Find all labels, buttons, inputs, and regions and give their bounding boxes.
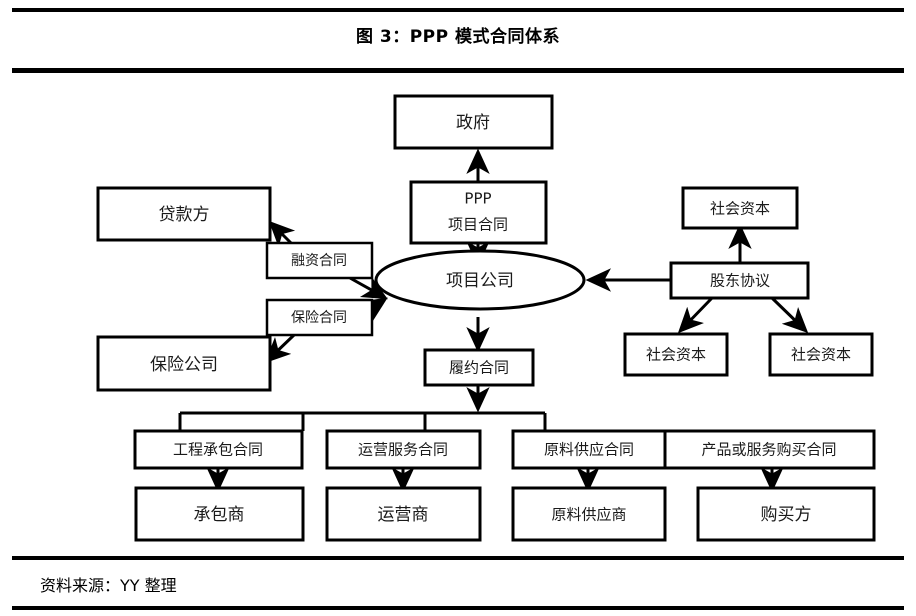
node-operation-service-contract[interactable]: [325, 429, 482, 470]
title-underline-rule: [12, 68, 904, 73]
node-operator[interactable]: [325, 486, 482, 542]
source-note: 资料来源：YY 整理: [40, 576, 177, 595]
node-project-company[interactable]: [374, 249, 586, 311]
figure-title: 图 3：PPP 模式合同体系: [355, 27, 561, 47]
node-performance-contract[interactable]: [423, 348, 535, 387]
source-top-rule: [12, 556, 904, 560]
node-shareholder-agreement[interactable]: [669, 261, 810, 300]
node-ppp-project-contract[interactable]: [409, 180, 548, 245]
node-insurance-contract[interactable]: [265, 298, 374, 337]
node-material-supplier-label: 原料供应商: [551, 506, 626, 524]
node-performance-contract-label: 履约合同: [449, 359, 509, 377]
top-rule: [12, 8, 904, 12]
node-social-capital-left[interactable]: [623, 332, 729, 377]
node-project-company-label: 项目公司: [446, 271, 514, 291]
node-social-capital-top[interactable]: [681, 186, 799, 230]
node-material-supplier[interactable]: [511, 486, 667, 542]
node-operator-label: 运营商: [378, 505, 429, 525]
node-government[interactable]: [393, 94, 554, 150]
ppp-contract-diagram: 政府 PPP 项目合同 贷款方 融资合同 保险合同 保险公司 项目公司 社会资本: [0, 76, 916, 548]
node-financing-contract[interactable]: [265, 241, 374, 280]
node-material-supply-contract[interactable]: [511, 429, 667, 470]
bottom-rule: [12, 606, 904, 610]
node-product-service-purchase-contract-label: 产品或服务购买合同: [701, 441, 836, 459]
edge-financing-to-project-company: [349, 276, 388, 300]
node-contractor-label: 承包商: [194, 505, 245, 525]
node-contractor[interactable]: [134, 486, 305, 542]
node-shareholder-agreement-label: 股东协议: [710, 272, 770, 290]
edge-shareholder-to-social-capital-left: [677, 296, 714, 334]
node-lender[interactable]: [96, 186, 272, 242]
node-government-label: 政府: [456, 113, 490, 133]
node-material-supply-contract-label: 原料供应合同: [544, 441, 634, 459]
node-buyer[interactable]: [696, 486, 876, 542]
node-ppp-project-contract-label-line1: PPP: [464, 190, 491, 208]
edge-insurance-contract-to-insurance-company: [264, 333, 296, 364]
node-financing-contract-label: 融资合同: [291, 253, 347, 269]
node-insurance-company[interactable]: [96, 335, 272, 392]
edge-financing-to-lender: [268, 220, 296, 248]
node-social-capital-left-label: 社会资本: [646, 346, 706, 364]
node-product-service-purchase-contract[interactable]: [663, 429, 876, 470]
node-insurance-contract-label: 保险合同: [291, 310, 347, 326]
edge-shareholder-to-social-capital-right: [770, 296, 809, 334]
node-insurance-company-label: 保险公司: [150, 355, 218, 375]
node-engineering-contract-label: 工程承包合同: [173, 441, 263, 459]
node-ppp-project-contract-label-line2: 项目合同: [448, 216, 508, 234]
node-operation-service-contract-label: 运营服务合同: [358, 441, 448, 459]
node-social-capital-top-label: 社会资本: [710, 200, 770, 218]
node-engineering-contract[interactable]: [133, 429, 304, 470]
node-lender-label: 贷款方: [159, 205, 210, 225]
node-social-capital-right-label: 社会资本: [791, 346, 851, 364]
node-social-capital-right[interactable]: [768, 332, 874, 377]
node-buyer-label: 购买方: [761, 505, 812, 525]
